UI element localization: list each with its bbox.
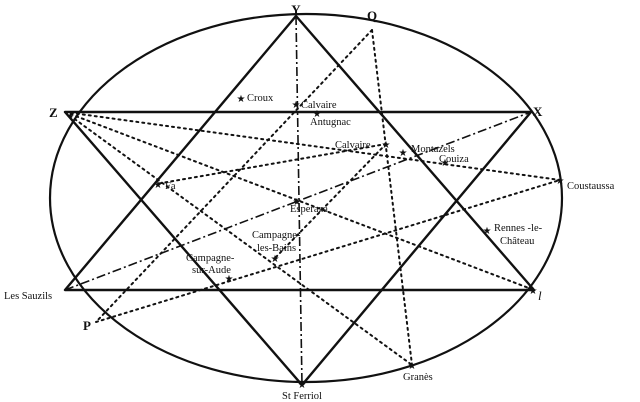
dashdot-vertical-axis [295,15,303,386]
label-rennes-line2: Château [500,236,535,247]
label-rennes-line1: Rennes -le- [494,223,543,234]
dotted-line-p-to-coustaussa [95,179,561,323]
downward-triangle [63,110,533,387]
marker-esperaza: ★ [293,197,302,208]
dotted-line-z-to-l [64,111,535,291]
marker-coustaussa: ★ [556,176,565,187]
marker-campagne-aude: ★ [225,274,234,285]
dashdot-sauzils-to-x [64,111,532,291]
marker-campagne-bains: ★ [271,254,280,265]
dotted-line-q-to-p [95,29,373,323]
label-l: l [538,288,542,303]
label-campagne-aude-line2: sur-Aude [192,265,231,276]
label-antugnac: Antugnac [310,117,351,128]
marker-fa: ★ [154,180,163,191]
label-campagne-bains-line1: Campagne- [252,230,301,241]
marker-l: ★ [529,286,538,297]
marker-granes: ★ [408,361,417,372]
label-fa: Fa [165,181,176,192]
label-y: Y [291,2,301,17]
marker-croux: ★ [237,94,246,105]
marker-rennes: ★ [483,226,492,237]
label-q: Q [367,8,377,23]
dotted-line-z-to-granes [64,111,413,366]
upward-triangle [63,14,536,292]
label-granes: Granès [403,372,433,383]
label-x: X [533,104,543,119]
marker-antugnac: ★ [313,109,322,120]
label-les-sauzils: Les Sauzils [4,291,52,302]
label-calvaire-mid: Calvaire [335,140,371,151]
marker-montazels: ★ [399,148,408,159]
dotted-line-calvaire-to-campagne [274,143,387,259]
dotted-line-calvaire-to-fa [155,143,387,185]
vertex-labels: Y Q Z X P l [49,2,543,333]
label-st-ferriol: St Ferriol [282,391,322,402]
label-z: Z [49,105,58,120]
marker-st-ferriol: ★ [298,380,307,391]
marker-couiza: ★ [441,158,450,169]
place-markers: ★ ★ ★ ★ ★ ★ ★ ★ ★ ★ ★ ★ ★ ★ ★ [154,94,565,391]
marker-calvaire-top: ★ [292,100,301,111]
marker-calvaire-mid: ★ [382,140,391,151]
dotted-lines [64,29,561,366]
label-p: P [83,318,91,333]
place-labels: Croux Calvaire Antugnac Calvaire Montaze… [4,93,615,402]
label-calvaire-top: Calvaire [301,100,337,111]
label-coustaussa: Coustaussa [567,181,615,192]
label-campagne-aude-line1: Campagne- [186,253,235,264]
label-croux: Croux [247,93,274,104]
dotted-line-q-to-granes [371,29,413,366]
label-esperaza: Esperaza [290,204,328,215]
dotted-line-z-to-coustaussa [64,111,561,181]
label-couiza: Couiza [439,154,469,165]
label-montazels: Montazels [411,144,455,155]
label-campagne-bains-line2: les-Bains [257,243,296,254]
